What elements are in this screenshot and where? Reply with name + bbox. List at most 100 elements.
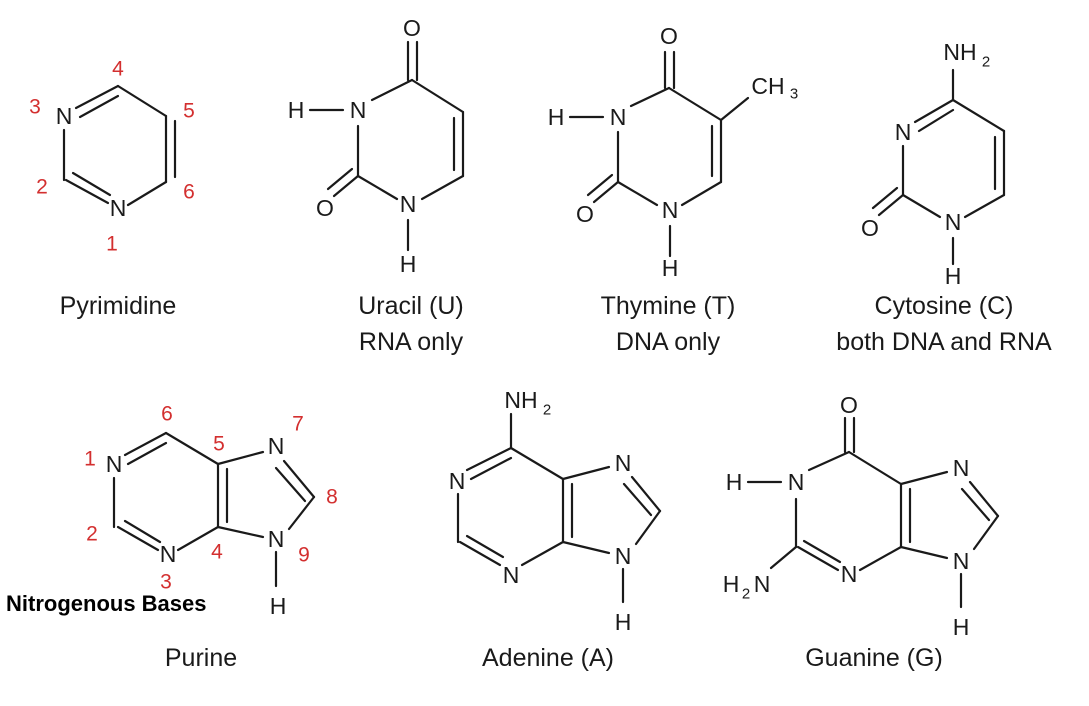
position-number-5: 5 bbox=[183, 100, 195, 123]
nitrogen-atom: N bbox=[350, 97, 367, 123]
nitrogen-atom: N bbox=[841, 561, 858, 587]
bond bbox=[858, 545, 903, 572]
oxygen-atom: O bbox=[403, 15, 421, 41]
position-number-1: 1 bbox=[84, 448, 96, 471]
bond bbox=[667, 86, 723, 122]
amino-subscript: 2 bbox=[543, 402, 551, 419]
bond bbox=[216, 525, 265, 539]
purine-caption: Purine bbox=[165, 644, 237, 672]
bond bbox=[899, 545, 949, 560]
bond bbox=[871, 186, 899, 210]
nitrogen-atom: N bbox=[268, 526, 285, 552]
methyl-subscript: 3 bbox=[790, 86, 798, 103]
bond bbox=[287, 495, 316, 531]
oxygen-atom: O bbox=[576, 201, 594, 227]
thymine-note: DNA only bbox=[616, 328, 721, 356]
bond bbox=[123, 431, 168, 457]
bond bbox=[586, 173, 614, 197]
bond bbox=[356, 174, 399, 201]
purine-structure: N N N N H 1 2 3 4 5 6 7 8 9 bbox=[84, 403, 338, 620]
amino-group: NH 2 bbox=[943, 39, 990, 71]
bond bbox=[917, 108, 955, 133]
bond bbox=[616, 180, 659, 207]
position-number-2: 2 bbox=[86, 523, 98, 546]
uracil-caption: Uracil (U) bbox=[358, 292, 464, 320]
bond bbox=[458, 540, 502, 567]
bond bbox=[847, 450, 903, 486]
bond bbox=[469, 456, 513, 481]
bond bbox=[74, 84, 120, 110]
bond bbox=[899, 470, 949, 486]
nitrogen-atom: N bbox=[106, 451, 123, 477]
bond bbox=[877, 193, 905, 217]
bond bbox=[123, 519, 162, 544]
amino-label-prefix: H bbox=[723, 571, 740, 597]
hydrogen-atom: H bbox=[945, 263, 962, 289]
pyrimidine-caption: Pyrimidine bbox=[60, 292, 177, 320]
page-title: Nitrogenous Bases bbox=[6, 591, 207, 616]
bond bbox=[913, 98, 955, 124]
nitrogen-atom: N bbox=[56, 103, 73, 129]
hydrogen-atom: H bbox=[615, 609, 632, 635]
nitrogen-atom: N bbox=[615, 543, 632, 569]
bond bbox=[71, 171, 112, 197]
nitrogen-atom: N bbox=[160, 541, 177, 567]
guanine-structure: O H N N N N H H 2 N bbox=[723, 392, 1000, 640]
guanine-caption: Guanine (G) bbox=[805, 644, 943, 672]
bond bbox=[807, 450, 851, 472]
bond bbox=[164, 431, 220, 466]
amino-subscript: 2 bbox=[742, 586, 750, 603]
bond bbox=[274, 466, 307, 503]
position-number-5: 5 bbox=[213, 433, 225, 456]
nitrogen-atom: N bbox=[400, 191, 417, 217]
nitrogen-atom: N bbox=[953, 548, 970, 574]
hydrogen-atom: H bbox=[288, 97, 305, 123]
nitrogen-atom: N bbox=[662, 197, 679, 223]
uracil-structure: O H N N O H bbox=[288, 15, 465, 277]
bond bbox=[126, 441, 168, 466]
amino-group: NH 2 bbox=[504, 387, 551, 419]
thymine-structure: O H N N O H CH 3 bbox=[548, 23, 798, 281]
bond bbox=[968, 480, 1000, 518]
bond bbox=[326, 167, 354, 191]
bond bbox=[410, 78, 465, 114]
methyl-label: CH bbox=[751, 73, 784, 99]
pyrimidine-structure: N N 1 2 3 4 5 6 bbox=[29, 58, 195, 256]
nitrogen-atom: N bbox=[895, 119, 912, 145]
bond bbox=[176, 525, 220, 552]
position-number-3: 3 bbox=[160, 571, 172, 594]
amino-label: NH bbox=[504, 387, 537, 413]
nitrogen-atom: N bbox=[945, 209, 962, 235]
hydrogen-atom: H bbox=[953, 614, 970, 640]
bond bbox=[64, 178, 110, 205]
uracil-note: RNA only bbox=[359, 328, 464, 356]
bond bbox=[78, 94, 120, 119]
bond bbox=[802, 539, 842, 564]
bond bbox=[509, 446, 565, 481]
hydrogen-atom: H bbox=[270, 593, 287, 619]
bond bbox=[332, 174, 360, 198]
cytosine-note: both DNA and RNA bbox=[836, 328, 1052, 356]
bond bbox=[116, 84, 168, 118]
bond bbox=[769, 545, 798, 570]
bond bbox=[634, 509, 662, 546]
bond bbox=[282, 459, 316, 499]
thymine-caption: Thymine (T) bbox=[601, 292, 736, 320]
bond bbox=[951, 98, 1006, 133]
bond bbox=[960, 487, 991, 522]
cytosine-caption: Cytosine (C) bbox=[875, 292, 1014, 320]
nitrogen-atom: N bbox=[788, 469, 805, 495]
position-number-8: 8 bbox=[326, 486, 338, 509]
nitrogen-atom: N bbox=[610, 104, 627, 130]
nitrogen-atom: N bbox=[953, 455, 970, 481]
position-number-1: 1 bbox=[106, 233, 118, 256]
adenine-structure: NH 2 N N N N H bbox=[449, 387, 662, 635]
bond bbox=[963, 193, 1006, 219]
bond bbox=[370, 78, 414, 102]
bond bbox=[126, 180, 168, 207]
bond bbox=[420, 174, 465, 201]
position-number-2: 2 bbox=[36, 176, 48, 199]
bond bbox=[116, 525, 160, 552]
bond bbox=[630, 475, 662, 513]
bond bbox=[901, 193, 942, 219]
